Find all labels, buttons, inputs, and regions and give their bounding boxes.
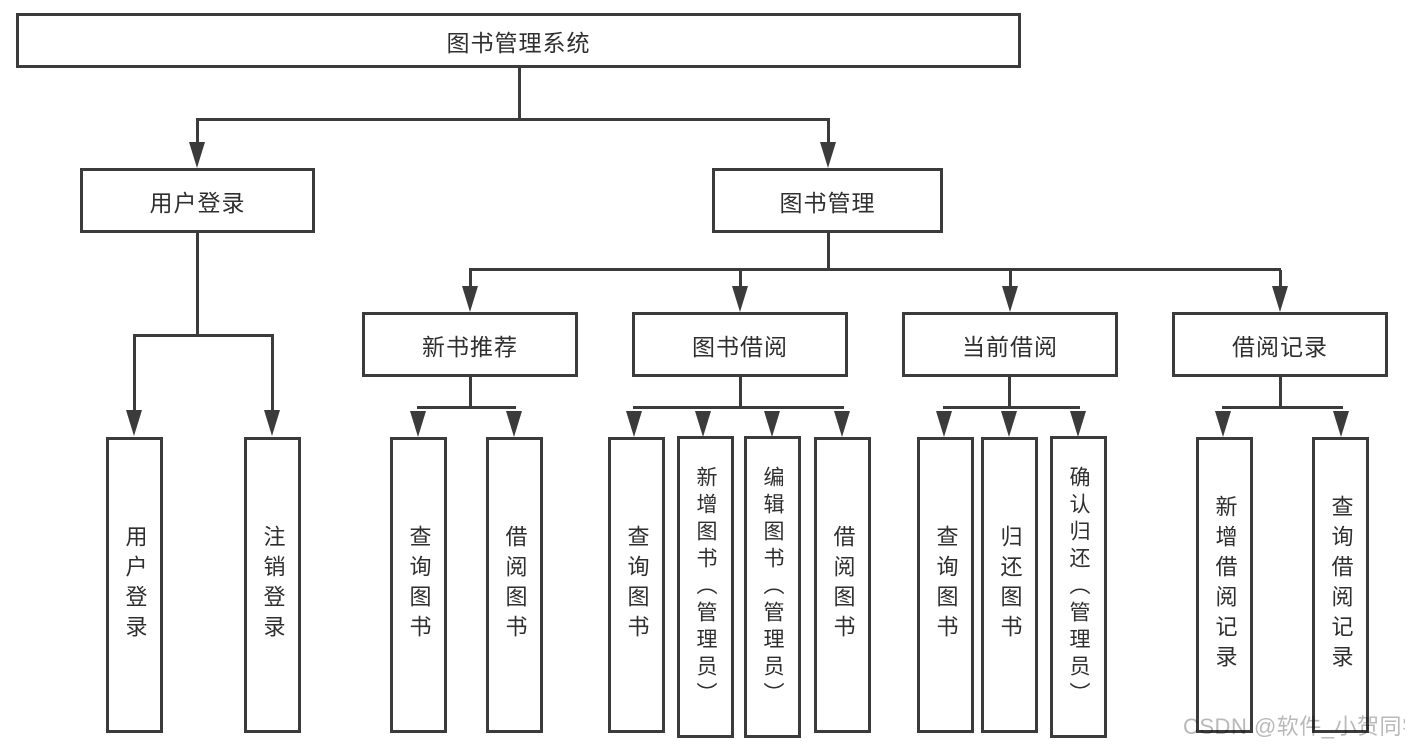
arrow-down-icon <box>264 410 280 436</box>
arrow-down-icon <box>1215 411 1231 437</box>
leaf-label: 新增借阅记录 <box>1212 495 1238 675</box>
connector-line <box>1222 406 1343 409</box>
leaf-label: 借阅图书 <box>502 525 528 645</box>
leaf-label: 查询借阅记录 <box>1328 495 1354 675</box>
csdn-watermark: CSDN @软件_小贺同学 <box>1183 714 1405 739</box>
arrow-down-icon <box>462 286 478 312</box>
arrow-down-icon <box>936 411 952 437</box>
leaf-query-books-recommend: 查询图书 <box>390 437 447 733</box>
node-new-book-recommend: 新书推荐 <box>362 312 578 377</box>
arrow-down-icon <box>126 410 142 436</box>
node-library-system: 图书管理系统 <box>16 13 1021 68</box>
leaf-add-books-admin: 新增图书（管理员） <box>677 436 734 738</box>
leaf-label: 借阅图书 <box>830 525 856 645</box>
arrow-down-icon <box>410 411 426 437</box>
connector-line <box>943 406 1080 409</box>
arrow-down-icon <box>695 411 711 437</box>
leaf-logout: 注销登录 <box>244 437 301 733</box>
connector-line <box>739 377 742 408</box>
connector-line <box>271 336 274 412</box>
connector-line <box>417 406 516 409</box>
leaf-label: 确认归还（管理员） <box>1067 465 1090 709</box>
leaf-add-borrow-record: 新增借阅记录 <box>1196 437 1253 733</box>
node-current-borrowing: 当前借阅 <box>902 312 1118 377</box>
connector-line <box>469 270 472 288</box>
connector-line <box>196 118 830 121</box>
leaf-borrow-books: 借阅图书 <box>814 437 871 733</box>
connector-line <box>633 406 844 409</box>
arrow-down-icon <box>834 411 850 437</box>
leaf-label: 注销登录 <box>260 525 286 645</box>
node-label: 用户登录 <box>149 189 246 216</box>
leaf-query-borrow-record: 查询借阅记录 <box>1312 437 1369 733</box>
arrow-down-icon <box>764 411 780 437</box>
node-label: 新书推荐 <box>422 333 518 360</box>
leaf-return-books: 归还图书 <box>981 437 1038 733</box>
arrow-down-icon <box>1272 286 1288 312</box>
connector-line <box>1279 270 1282 288</box>
leaf-label: 查询图书 <box>624 525 650 645</box>
connector-line <box>196 233 199 336</box>
arrow-down-icon <box>506 411 522 437</box>
node-user-login: 用户登录 <box>80 168 315 233</box>
connector-line <box>133 336 136 412</box>
connector-line <box>1008 377 1011 408</box>
connector-line <box>469 268 1281 271</box>
leaf-borrow-books-recommend: 借阅图书 <box>486 437 543 733</box>
leaf-label: 归还图书 <box>997 525 1023 645</box>
arrow-down-icon <box>1002 286 1018 312</box>
node-borrowing-records: 借阅记录 <box>1172 312 1388 377</box>
arrow-down-icon <box>1070 411 1086 437</box>
node-book-management: 图书管理 <box>712 168 943 233</box>
leaf-confirm-return-admin: 确认归还（管理员） <box>1050 436 1107 738</box>
leaf-label: 编辑图书（管理员） <box>761 465 784 709</box>
arrow-down-icon <box>189 142 205 168</box>
node-label: 当前借阅 <box>962 333 1058 360</box>
leaf-label: 用户登录 <box>122 525 148 645</box>
arrow-down-icon <box>820 142 836 168</box>
leaf-user-login: 用户登录 <box>106 437 163 733</box>
leaf-label: 查询图书 <box>406 525 432 645</box>
node-label: 图书管理 <box>779 189 876 216</box>
node-label: 借阅记录 <box>1232 333 1328 360</box>
connector-line <box>469 377 472 408</box>
connector-line <box>827 120 830 144</box>
connector-line <box>196 120 199 144</box>
leaf-label: 查询图书 <box>933 525 959 645</box>
connector-line <box>739 270 742 288</box>
connector-line <box>827 233 830 270</box>
node-label: 图书借阅 <box>692 333 788 360</box>
connector-line <box>133 334 274 337</box>
node-label: 图书管理系统 <box>446 29 591 56</box>
connector-line <box>1279 377 1282 408</box>
connector-line <box>518 68 521 120</box>
leaf-query-books-borrowing: 查询图书 <box>608 437 665 733</box>
leaf-edit-books-admin: 编辑图书（管理员） <box>744 436 801 738</box>
node-book-borrowing: 图书借阅 <box>632 312 848 377</box>
arrow-down-icon <box>626 411 642 437</box>
leaf-label: 新增图书（管理员） <box>694 465 717 709</box>
leaf-query-books-current: 查询图书 <box>917 437 974 733</box>
arrow-down-icon <box>1333 411 1349 437</box>
connector-line <box>1009 270 1012 288</box>
arrow-down-icon <box>732 286 748 312</box>
arrow-down-icon <box>1001 411 1017 437</box>
